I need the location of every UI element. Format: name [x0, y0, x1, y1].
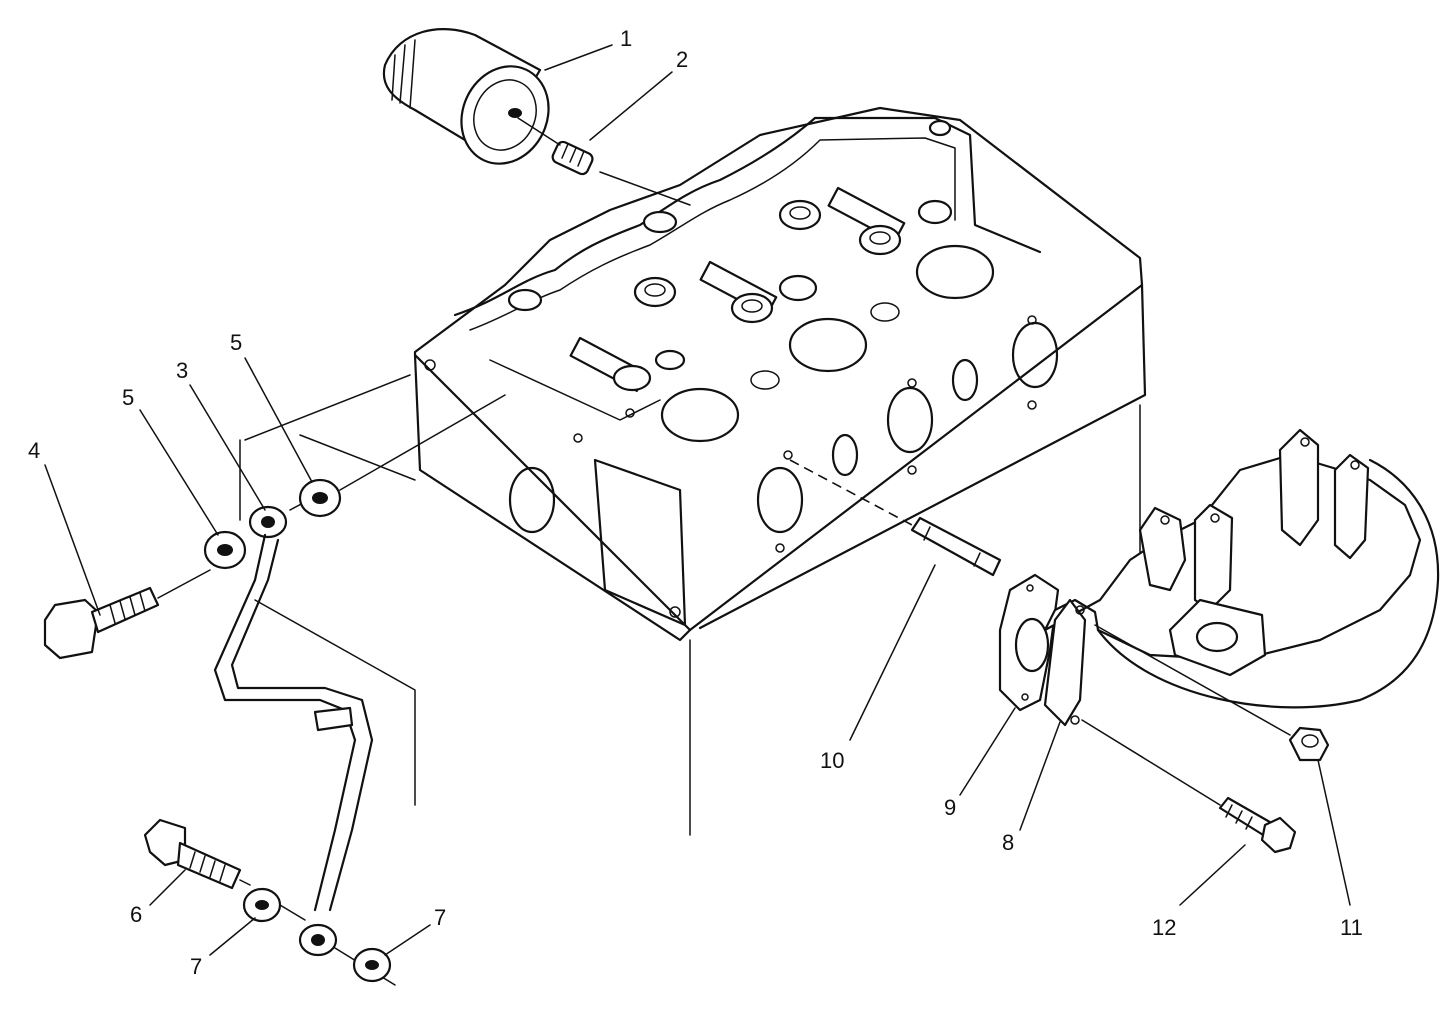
filter-axis-line — [517, 117, 691, 206]
callout-5-right: 5 — [230, 330, 242, 355]
callout-3: 3 — [176, 358, 188, 383]
oil-filter — [382, 28, 550, 165]
banjo-bolt-lower — [143, 818, 242, 890]
manifold-stud — [910, 516, 1002, 577]
callout-6: 6 — [130, 902, 142, 927]
callout-8: 8 — [1002, 830, 1014, 855]
callout-5-left: 5 — [122, 385, 134, 410]
banjo-bolt-upper — [43, 586, 160, 660]
manifold-bolt — [1218, 796, 1297, 854]
manifold-gasket — [998, 573, 1060, 712]
callout-10: 10 — [820, 748, 844, 773]
washer-lower-right — [352, 947, 392, 983]
callout-7-left: 7 — [190, 954, 202, 979]
stud-axis-line — [789, 459, 913, 526]
oil-pipe-assembly — [213, 505, 374, 957]
washer-lower-left — [242, 887, 282, 923]
washer-right — [298, 478, 342, 518]
manifold-nut — [1288, 726, 1330, 762]
washer-left — [203, 530, 247, 570]
callout-9: 9 — [944, 795, 956, 820]
callout-11: 11 — [1340, 915, 1363, 940]
callout-7-right: 7 — [434, 905, 446, 930]
exhaust-manifold — [1043, 428, 1440, 727]
callout-12: 12 — [1152, 915, 1176, 940]
cylinder-head — [239, 106, 1147, 836]
nut-axis-line — [1094, 624, 1291, 736]
leader-lines — [44, 44, 1351, 956]
manifold-bolt-axis-line — [1081, 719, 1221, 806]
callout-2: 2 — [676, 47, 688, 72]
callout-4: 4 — [28, 438, 40, 463]
callout-1: 1 — [620, 26, 632, 51]
filter-connector — [551, 140, 594, 176]
